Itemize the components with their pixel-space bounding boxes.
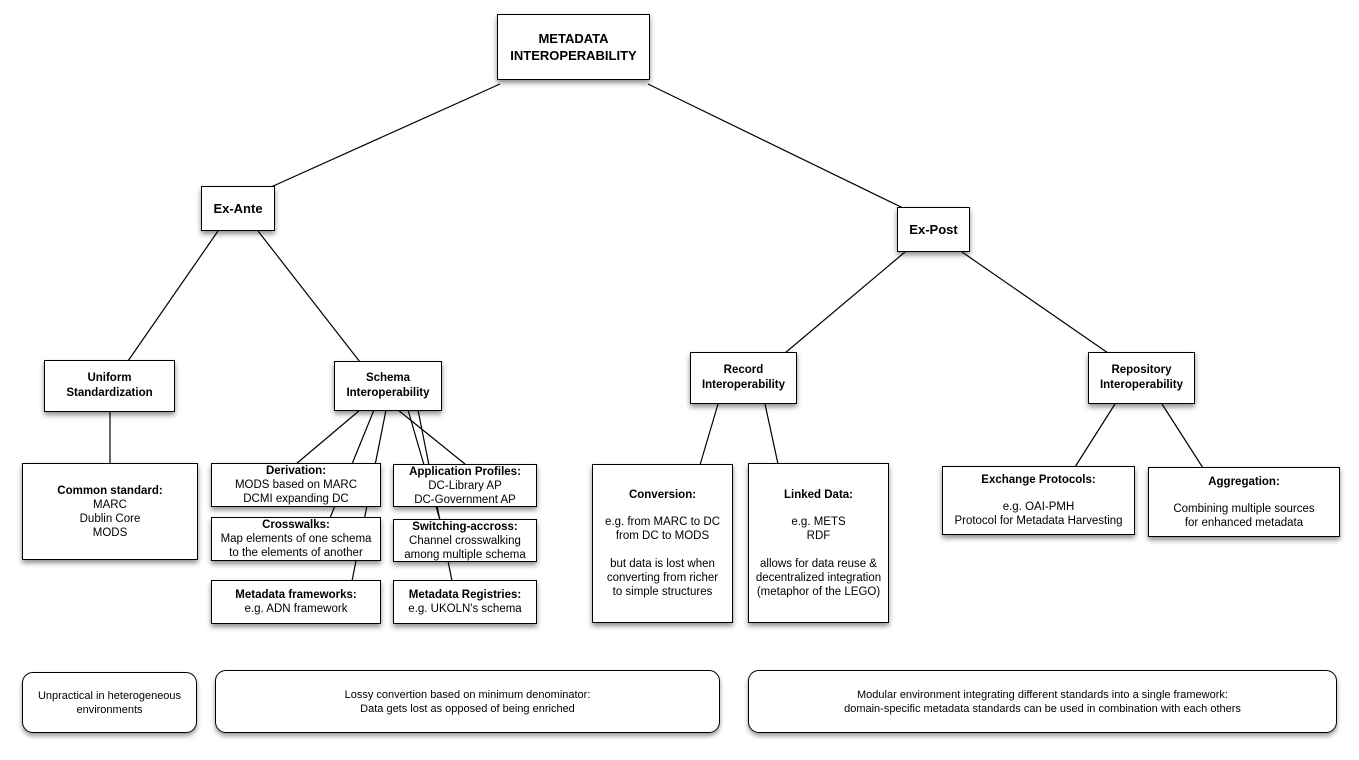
leaf-title: Metadata frameworks: [235, 589, 357, 601]
connector-record-conversion [699, 403, 719, 466]
leaf-conversion: Conversion: e.g. from MARC to DC from DC… [592, 464, 733, 623]
node-label: METADATA INTEROPERABILITY [510, 31, 637, 63]
leaf-body: DC-Library AP DC-Government AP [414, 479, 516, 506]
leaf-metadata-registries: Metadata Registries: e.g. UKOLN's schema [393, 580, 537, 624]
leaf-body: e.g. METS RDF allows for data reuse & de… [755, 515, 882, 598]
node-schema-interoperability: Schema Interoperability [334, 361, 442, 411]
connector-repository-aggregation [1161, 403, 1204, 469]
leaf-body: e.g. from MARC to DC from DC to MODS but… [604, 516, 721, 598]
node-ex-post: Ex-Post [897, 207, 970, 252]
leaf-body: Channel crosswalking among multiple sche… [404, 534, 526, 561]
leaf-title: Derivation: [265, 465, 327, 477]
leaf-title: Linked Data: [783, 488, 853, 501]
leaf-title: Exchange Protocols: [981, 474, 1096, 486]
leaf-title: Crosswalks: [262, 519, 330, 531]
leaf-linked-data: Linked Data: e.g. METS RDF allows for da… [748, 463, 889, 623]
connector-schema-derivation [295, 409, 361, 465]
node-label: Ex-Ante [213, 201, 263, 216]
node-label: Ex-Post [909, 222, 958, 237]
leaf-body: e.g. ADN framework [244, 603, 348, 615]
leaf-crosswalks: Crosswalks: Map elements of one schema t… [211, 517, 381, 561]
connector-root-exante [270, 83, 501, 188]
leaf-title: Switching-accross: [412, 520, 518, 533]
node-label: Repository Interoperability [1099, 364, 1184, 391]
node-uniform-standardization: Uniform Standardization [44, 360, 175, 412]
leaf-title: Metadata Registries: [408, 589, 522, 601]
leaf-switching-accross: Switching-accross: Channel crosswalking … [393, 519, 537, 562]
connector-exante-uniform [127, 230, 219, 362]
leaf-body: e.g. UKOLN's schema [408, 603, 522, 615]
node-repository-interoperability: Repository Interoperability [1088, 352, 1195, 404]
node-label: Schema Interoperability [346, 372, 430, 399]
leaf-body: e.g. OAI-PMH Protocol for Metadata Harve… [954, 501, 1123, 527]
node-label: Record Interoperability [701, 364, 786, 391]
leaf-body: MARC Dublin Core MODS [79, 498, 141, 539]
leaf-body: Combining multiple sources for enhanced … [1173, 502, 1315, 529]
note-ex-ante: Unpractical in heterogeneous environment… [22, 672, 197, 733]
leaf-application-profiles: Application Profiles: DC-Library AP DC-G… [393, 464, 537, 507]
node-label: Uniform Standardization [66, 372, 153, 399]
note-schema: Lossy convertion based on minimum denomi… [215, 670, 720, 733]
leaf-title: Common standard: [57, 484, 163, 497]
leaf-body: Map elements of one schema to the elemen… [220, 533, 372, 559]
connector-record-linkeddata [764, 403, 779, 465]
connector-expost-record [784, 251, 906, 354]
node-metadata-interoperability: METADATA INTEROPERABILITY [497, 14, 650, 80]
leaf-common-standard: Common standard: MARC Dublin Core MODS [22, 463, 198, 560]
connector-root-expost [647, 83, 904, 209]
node-ex-ante: Ex-Ante [201, 186, 275, 231]
leaf-body: MODS based on MARC DCMI expanding DC [234, 479, 358, 505]
leaf-title: Conversion: [628, 489, 697, 501]
leaf-derivation: Derivation: MODS based on MARC DCMI expa… [211, 463, 381, 507]
leaf-title: Application Profiles: [409, 465, 521, 478]
leaf-metadata-frameworks: Metadata frameworks: e.g. ADN framework [211, 580, 381, 624]
node-record-interoperability: Record Interoperability [690, 352, 797, 404]
connector-repository-exchange [1074, 403, 1116, 468]
leaf-aggregation: Aggregation: Combining multiple sources … [1148, 467, 1340, 537]
connector-exante-schema [257, 230, 361, 363]
leaf-title: Aggregation: [1208, 475, 1280, 488]
note-ex-post: Modular environment integrating differen… [748, 670, 1337, 733]
connector-schema-appprofiles [397, 409, 466, 465]
leaf-exchange-protocols: Exchange Protocols: e.g. OAI-PMH Protoco… [942, 466, 1135, 535]
connector-expost-repository [961, 251, 1109, 354]
